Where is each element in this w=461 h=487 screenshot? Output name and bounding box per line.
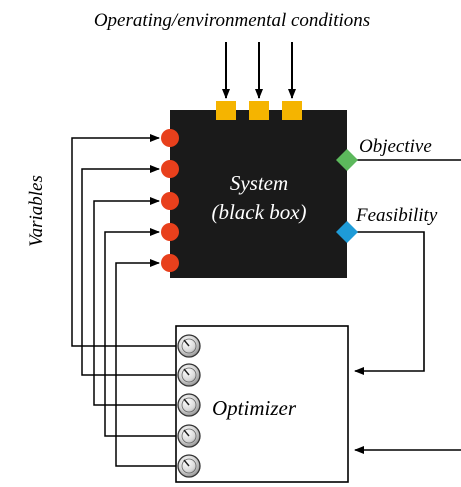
variable-port-4 xyxy=(161,223,179,241)
variable-connection-2 xyxy=(81,165,176,376)
conditions-label: Operating/environmental conditions xyxy=(94,10,370,31)
condition-port-1 xyxy=(216,101,236,120)
variables-label: Variables xyxy=(26,175,47,247)
feasibility-label: Feasibility xyxy=(355,205,438,226)
variable-connection-5 xyxy=(115,259,176,467)
variable-connections xyxy=(71,134,176,467)
condition-port-2 xyxy=(249,101,269,120)
feasibility-feedback-line xyxy=(347,231,425,375)
variable-connection-1 xyxy=(71,134,176,347)
optimizer-box xyxy=(175,325,349,483)
variable-ports xyxy=(161,129,179,272)
condition-ports xyxy=(216,101,302,120)
objective-port xyxy=(336,149,358,171)
variable-port-5 xyxy=(161,254,179,272)
knob-2[interactable] xyxy=(177,363,201,387)
feasibility-port xyxy=(336,221,358,243)
knob-1[interactable] xyxy=(177,334,201,358)
objective-label: Objective xyxy=(359,136,432,157)
system-black-box xyxy=(170,110,347,278)
knob-5[interactable] xyxy=(177,454,201,478)
system-subtitle: (black box) xyxy=(211,200,306,224)
optimizer-knobs xyxy=(177,334,201,478)
variable-port-2 xyxy=(161,160,179,178)
variable-port-1 xyxy=(161,129,179,147)
optimizer-label: Optimizer xyxy=(212,396,297,420)
system-title: System xyxy=(230,171,288,195)
knob-4[interactable] xyxy=(177,424,201,448)
variable-connection-4 xyxy=(104,228,176,437)
variable-port-3 xyxy=(161,192,179,210)
variable-connection-3 xyxy=(93,197,176,406)
condition-arrows xyxy=(222,42,296,99)
knob-3[interactable] xyxy=(177,393,201,417)
condition-port-3 xyxy=(282,101,302,120)
